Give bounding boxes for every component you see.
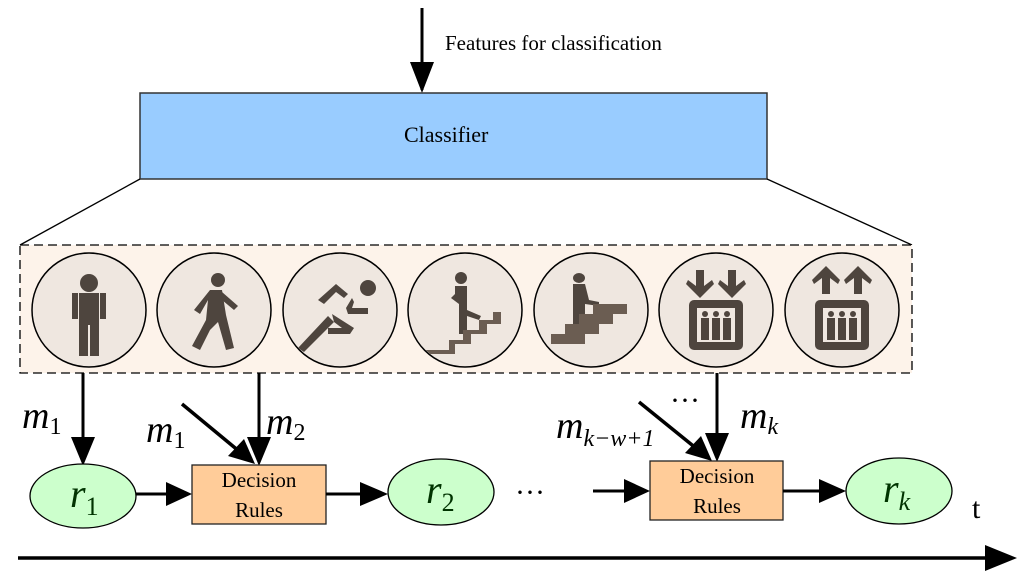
input-label: Features for classification xyxy=(445,31,662,55)
node-r2-label: r2 xyxy=(426,467,455,517)
node-rk-label: rk xyxy=(883,466,911,516)
activity-circle xyxy=(533,252,649,368)
elevator-up-icon xyxy=(812,266,872,350)
time-axis-label: t xyxy=(972,492,981,525)
label-m1-diag: m1 xyxy=(146,409,185,454)
walking-icon xyxy=(192,273,238,350)
decision-rules-1-line2: Rules xyxy=(235,498,283,522)
activity-circle-bg xyxy=(282,252,398,368)
activity-icons xyxy=(31,252,900,368)
label-m1: m1 xyxy=(22,395,61,440)
node-rk xyxy=(845,457,953,525)
label-m2: m2 xyxy=(266,401,305,446)
stairs-up-icon xyxy=(551,273,627,344)
standing-icon xyxy=(72,274,106,356)
arrowhead-m2-rules1 xyxy=(247,437,271,466)
arrow-m1-diag-to-rules1 xyxy=(180,402,242,454)
arrowhead-to-rules2 xyxy=(624,479,650,503)
time-axis-arrowhead xyxy=(985,545,1017,571)
label-mk: mk xyxy=(740,395,778,440)
decision-rules-1-line1: Decision xyxy=(222,468,297,492)
activity-circle xyxy=(407,252,523,368)
activity-circle xyxy=(658,252,774,368)
activity-circle xyxy=(784,252,900,368)
node-r1-label: r1 xyxy=(70,471,99,521)
input-arrowhead xyxy=(410,62,434,93)
decision-rules-2-line2: Rules xyxy=(693,494,741,518)
activity-circle xyxy=(282,252,398,368)
activity-circle xyxy=(156,252,272,368)
stairs-down-icon xyxy=(425,272,501,354)
activity-circle xyxy=(31,252,147,368)
node-r1 xyxy=(29,463,137,529)
arrowhead-mk-rules2 xyxy=(705,433,729,462)
projection-line-right xyxy=(766,178,913,246)
arrowhead-m1-r1 xyxy=(71,437,95,466)
node-r2 xyxy=(387,458,495,526)
elevator-down-icon xyxy=(686,270,746,350)
classifier-label: Classifier xyxy=(404,122,489,147)
ellipsis-top: ··· xyxy=(670,384,700,417)
arrowhead-rules2-rk xyxy=(819,479,846,503)
running-icon xyxy=(298,280,376,352)
activity-circle-bg xyxy=(533,252,649,368)
projection-line-left xyxy=(19,178,141,246)
label-mk-w-1: mk−w+1 xyxy=(556,405,655,452)
decision-rules-box-2 xyxy=(649,460,784,521)
arrowhead-rules1-r2 xyxy=(360,482,388,506)
classifier-box xyxy=(139,92,768,180)
arrowhead-m1-diag xyxy=(228,439,255,464)
ellipsis-middle: ··· xyxy=(515,476,545,509)
arrowhead-r1-rules1 xyxy=(166,482,192,506)
arrow-mkw-diag-to-rules2 xyxy=(637,400,699,451)
decision-rules-box-1 xyxy=(191,464,327,525)
decision-rules-2-line1: Decision xyxy=(680,464,755,488)
arrowhead-mkw-diag xyxy=(685,436,712,461)
